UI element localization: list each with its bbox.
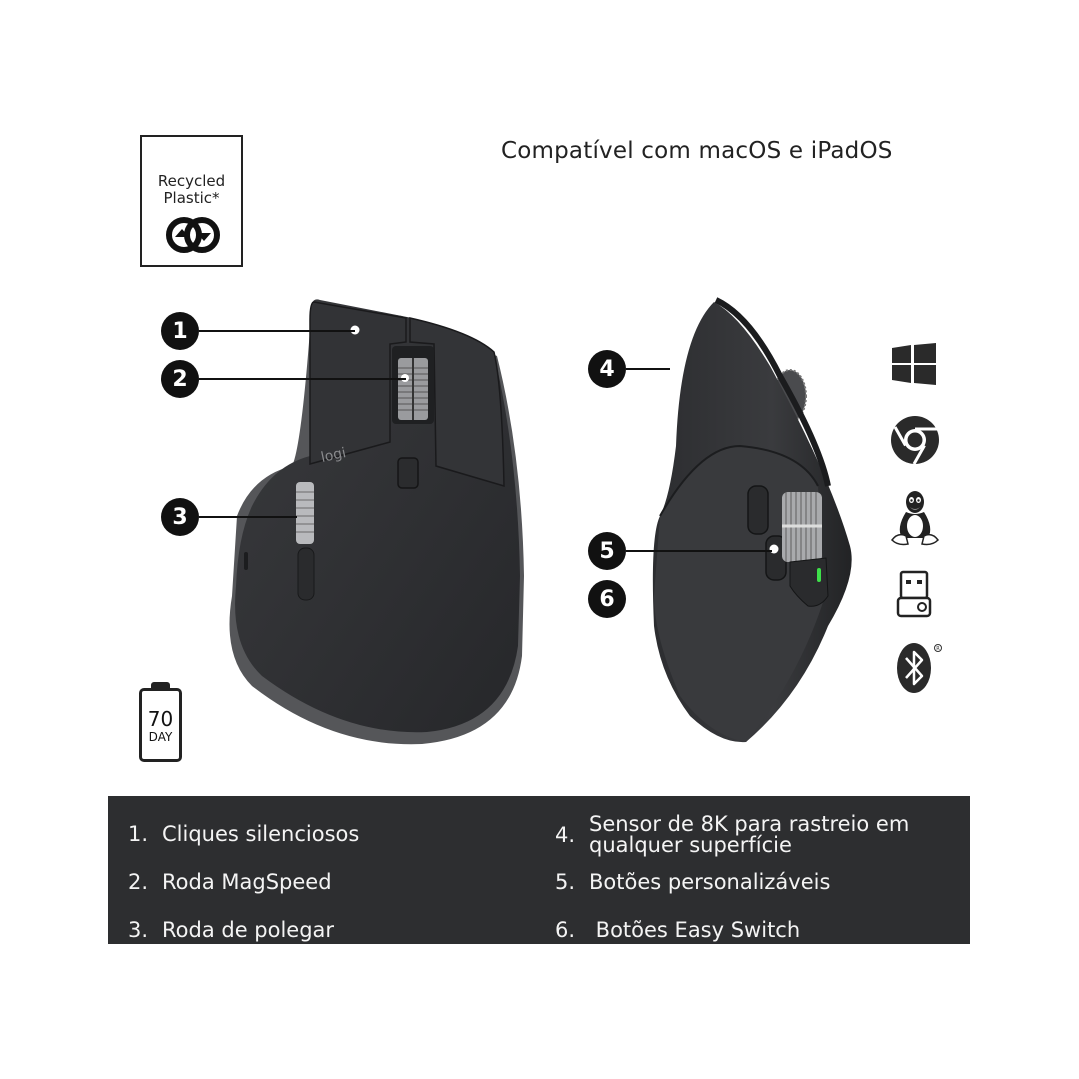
feature-text-line-2: qualquer superfície <box>589 833 792 857</box>
feature-text-line-1: Sensor de 8K para rastreio em <box>589 812 910 836</box>
battery-icon: 70 DAY <box>139 688 182 762</box>
battery-icon-cap <box>151 682 170 688</box>
feature-text: Roda MagSpeed <box>162 870 332 894</box>
feature-number: 3. <box>128 918 149 942</box>
callout-4: 4 <box>588 350 670 388</box>
callout-number-3: 3 <box>161 498 199 536</box>
feature-number: 1. <box>128 822 149 846</box>
feature-text: Botões personalizáveis <box>589 870 831 894</box>
feature-text: Roda de polegar <box>162 918 335 942</box>
battery-days-value: 70 <box>147 707 174 731</box>
feature-item-2: 2. Roda MagSpeed <box>128 870 332 894</box>
feature-number: 2. <box>128 870 149 894</box>
windows-icon <box>892 343 936 385</box>
callout-number-2: 2 <box>161 360 199 398</box>
mouse-top-view-image: logi <box>229 299 524 745</box>
feature-number: 4. <box>555 823 576 847</box>
callout-number-5: 5 <box>588 532 626 570</box>
feature-list-panel: 1. Cliques silenciosos 2. Roda MagSpeed … <box>108 796 970 944</box>
easy-switch-led <box>817 568 821 582</box>
compatibility-title: Compatível com macOS e iPadOS <box>501 138 893 164</box>
feature-item-3: 3. Roda de polegar <box>128 918 334 942</box>
feature-number: 6. <box>555 918 576 942</box>
usb-receiver-icon <box>896 570 932 618</box>
recycled-plastic-badge: Recycled Plastic* <box>140 135 243 267</box>
callout-number-6: 6 <box>588 580 626 618</box>
chrome-icon <box>891 416 939 465</box>
battery-life-badge: 70 DAY <box>139 682 182 762</box>
feature-text: Botões Easy Switch <box>589 918 801 942</box>
callout-6: 6 <box>588 580 626 618</box>
feature-text: Cliques silenciosos <box>162 822 360 846</box>
recycle-arrows-icon <box>166 217 220 253</box>
feature-item-5: 5. Botões personalizáveis <box>555 870 830 894</box>
callout-1: 1 <box>161 312 355 350</box>
linux-tux-icon <box>891 491 939 546</box>
logi-brand-mark: logi <box>320 445 348 466</box>
callout-3: 3 <box>161 498 297 536</box>
callout-2: 2 <box>161 360 406 398</box>
feature-item-6: 6. Botões Easy Switch <box>555 918 800 942</box>
feature-item-4: 4. Sensor de 8K para rastreio em qualque… <box>555 814 909 856</box>
badge-line-2: Plastic* <box>163 189 220 207</box>
callout-5: 5 <box>588 532 772 570</box>
callout-number-1: 1 <box>161 312 199 350</box>
svg-text:R: R <box>936 646 940 652</box>
feature-item-1: 1. Cliques silenciosos <box>128 822 359 846</box>
battery-days-unit: DAY <box>148 730 173 744</box>
callout-number-4: 4 <box>588 350 626 388</box>
mouse-side-view-image <box>652 297 852 743</box>
bluetooth-icon: R <box>897 643 942 693</box>
feature-number: 5. <box>555 870 576 894</box>
badge-line-1: Recycled <box>157 172 226 190</box>
